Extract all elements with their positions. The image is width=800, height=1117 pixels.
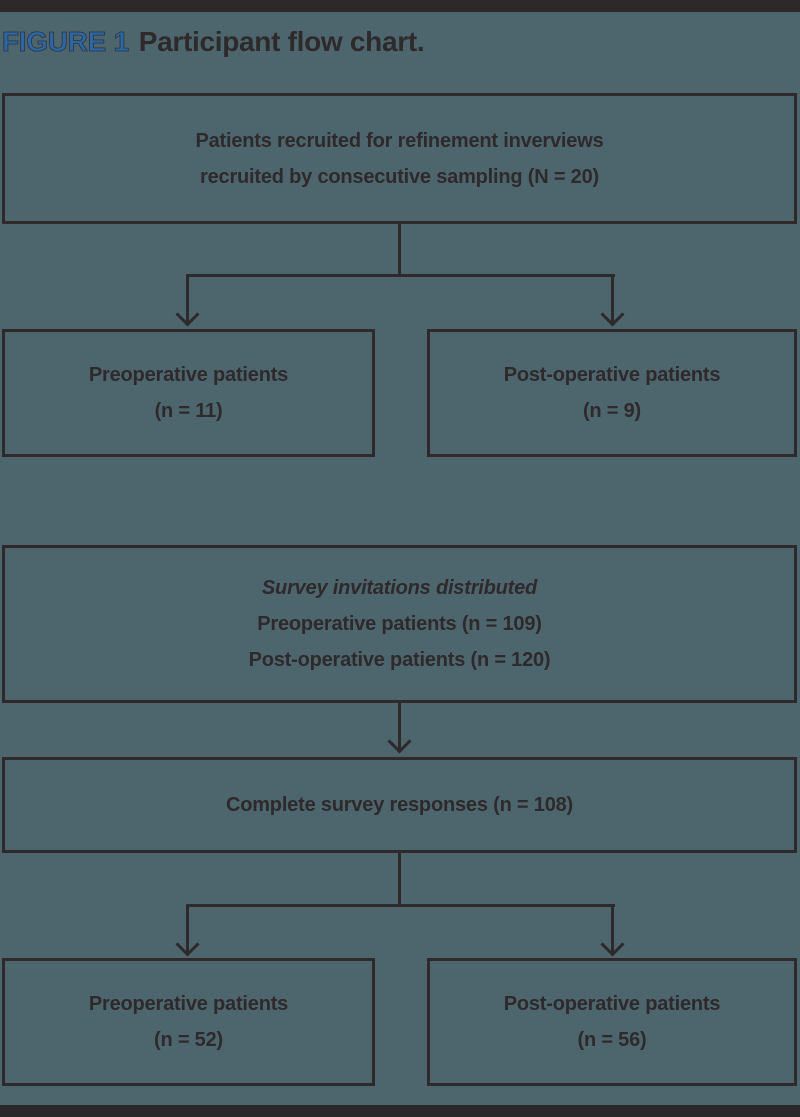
figure-title: Participant flow chart. [138,26,425,57]
box-invitations: Survey invitations distributed Preoperat… [2,545,797,703]
box-recruited: Patients recruited for refinement inverv… [2,93,797,224]
box-line: (n = 52) [154,1029,223,1051]
box-line: (n = 11) [154,400,223,422]
box-line: Preoperative patients [88,993,289,1015]
box-line: Preoperative patients (n = 109) [257,613,542,635]
figure-label: FIGURE 1 [2,26,130,58]
connector-stem [186,274,189,322]
box-postop-survey: Post-operative patients (n = 56) [427,958,797,1086]
down-arrow-icon [600,932,625,957]
connector-stem [398,702,401,750]
box-line: Patients recruited for refinement inverv… [195,129,604,152]
bottom-rule [0,1105,800,1117]
box-line: Post-operative patients (n = 120) [248,649,551,671]
connector-stem [398,853,401,907]
down-arrow-icon [600,302,625,327]
connector-stem [398,223,401,277]
connector-stem [186,904,189,952]
connector-branch [186,904,615,907]
box-preop-survey: Preoperative patients (n = 52) [2,958,375,1086]
box-line: recruited by consecutive sampling (N = 2… [200,165,599,188]
box-line: (n = 56) [577,1029,647,1051]
box-line: Preoperative patients [88,364,289,386]
top-rule [0,0,800,12]
connector-branch [186,274,615,277]
box-preop-interviews: Preoperative patients (n = 11) [2,329,375,457]
figure-caption: FIGURE 1 Participant flow chart. [2,26,425,58]
box-line: Complete survey responses (n = 108) [225,794,574,816]
box-heading-italic: Survey invitations distributed [261,577,538,599]
down-arrow-icon [175,302,200,327]
box-line: Post-operative patients [503,364,721,386]
connector-stem [611,904,614,952]
down-arrow-icon [387,729,412,754]
connector-stem [611,274,614,322]
box-complete-responses: Complete survey responses (n = 108) [2,757,797,853]
box-line: (n = 9) [582,400,642,422]
down-arrow-icon [175,932,200,957]
box-postop-interviews: Post-operative patients (n = 9) [427,329,797,457]
box-line: Post-operative patients [503,993,721,1015]
